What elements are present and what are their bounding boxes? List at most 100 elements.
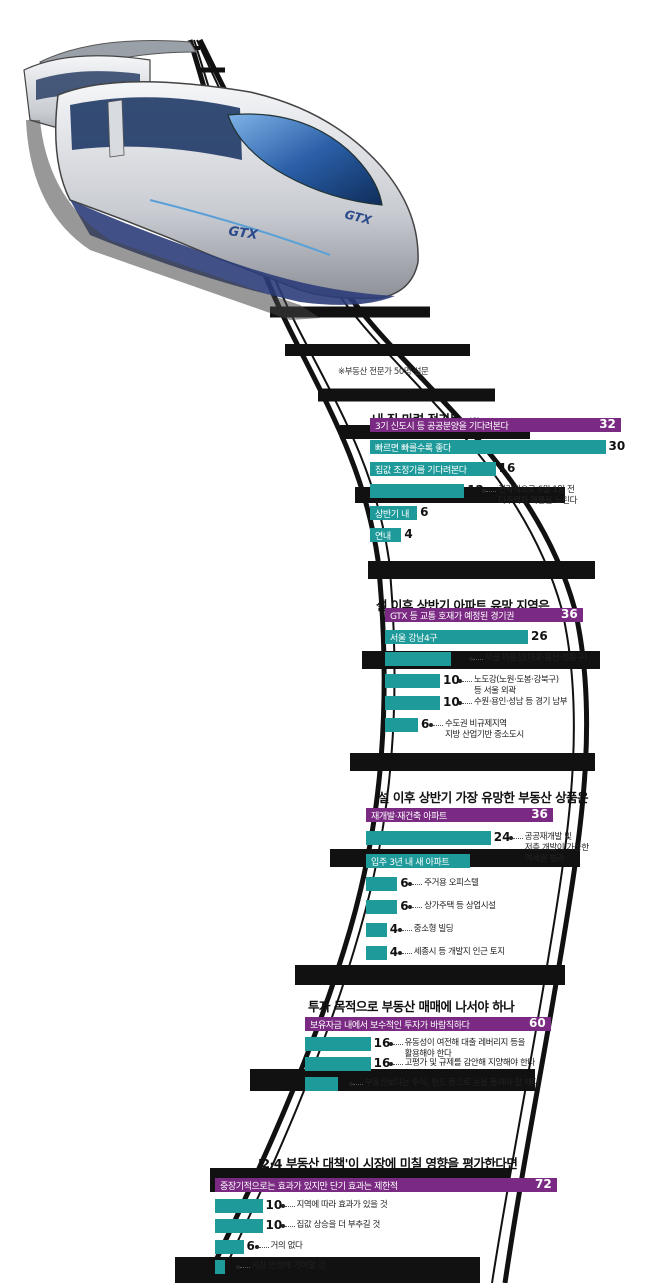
chart-bar [215,1260,225,1274]
data-label: 12 [454,651,471,665]
chart-bar: 서울 강남4구 [385,630,528,644]
train-logo-side: GTX [227,224,259,243]
chart-bar [370,484,465,498]
callout-dot [397,928,402,932]
callout-line [239,1267,250,1268]
chart-bar [305,1077,338,1091]
chart-bar [385,674,440,688]
chart-bar [305,1037,371,1051]
data-label: 6 [420,505,429,519]
callout-label: 부동산보다는 주식, 펀드 등으로 눈을 돌려야 할 때다 [364,1078,540,1088]
track-tie [285,344,470,356]
data-label: 6 [400,876,409,890]
callout-label: 노도강(노원·도봉·강북구)등 서울 외곽 [474,675,559,696]
data-label: 10 [265,1218,283,1232]
callout-line [401,953,412,954]
callout-label: 상가주택 등 상업시설 [424,901,496,911]
callout-dot [388,1062,393,1066]
bar-label: 서울 강남4구 [390,633,438,644]
bar-label: GTX 등 교통 호재가 예정된 경기권 [390,611,514,622]
chart-bar [215,1239,244,1254]
callout-line [401,930,412,931]
data-label: 10 [265,1197,283,1212]
callout-label: 세종시 등 개발지 인근 토지 [413,947,505,957]
callout-dot [429,723,433,727]
chart-bar [215,1198,263,1213]
data-label: 6 [400,899,409,913]
data-label: 30 [608,439,626,453]
track-tie [295,965,565,985]
callout-dot [254,1244,259,1249]
survey-note: ※부동산 전문가 50명 설문 [338,367,429,377]
callout-line [392,1044,403,1045]
bar-label: 입주 3년 내 새 아파트 [371,857,450,868]
train-windshield [227,113,383,206]
chart-bar: 재개발·재건축 아파트 [366,808,554,822]
callout-line [462,681,472,682]
chart-bar: 입주 3년 내 새 아파트 [366,854,470,868]
callout-line [473,659,483,660]
data-label: 16 [373,1056,391,1070]
chart-bar [385,696,440,710]
chart-bar [385,652,451,666]
callout-dot [388,1042,393,1046]
chart-bar [366,877,398,891]
data-label: 60 [529,1016,546,1030]
track-tie [318,388,495,402]
track-tie [175,1257,480,1283]
callout-dot [280,1224,285,1228]
callout-label: 서울 마용성(마포·용산·성동구) [485,653,587,663]
bar-label: 상반기 내 [375,509,409,520]
callout-dot [280,1203,285,1208]
callout-dot [235,1265,240,1269]
callout-line [352,1084,363,1085]
chart-title: 설 이후 상반기 가장 유망한 부동산 상품은 [378,790,589,805]
data-label: 16 [498,461,516,475]
chart-bar [215,1219,263,1233]
callout-line [512,838,523,839]
chart-bar: 상반기 내 [370,506,418,520]
bar-label: 중장기적으로는 효과가 있지만 단기 효과는 제한적 [220,1181,398,1192]
bar-label: 연내 [375,531,391,542]
callout-dot [408,905,413,909]
data-label: 4 [389,922,399,936]
bar-label: 빠르면 빠를수록 좋다 [375,443,451,454]
data-label: 2 [227,1259,236,1273]
callout-label: 수원·용인·성남 등 경기 남부 [474,697,568,707]
data-label: 6 [246,1238,255,1253]
chart-bar [366,831,491,845]
callout-line [412,884,423,885]
train-logo-front: GTX [343,207,373,227]
callout-label: 시장 안정에 기여할 것 [251,1261,326,1271]
track-tie [368,561,595,579]
track-tie [270,306,430,318]
chart-bar: 빠르면 빠를수록 좋다 [370,440,606,454]
callout-label: 중소형 빌딩 [413,924,454,934]
callout-label: 고평가 및 규제를 감안해 지양해야 한다 [404,1058,536,1068]
chart-bar [366,923,387,937]
chart-title: '2·4 부동산 대책'이 시장에 미칠 영향을 평가한다면 [258,1156,518,1171]
chart-title: 투자 목적으로 부동산 매매에 나서야 하나 [308,999,515,1014]
track-tie [350,753,595,771]
callout-line [258,1246,269,1248]
data-label: 8 [340,1076,350,1090]
callout-line [412,907,423,908]
chart-bar: 3기 신도시 등 공공분양을 기다려본다 [370,418,622,432]
gtx-train: GTX GTX [23,40,419,320]
chart-bar: 중장기적으로는 효과가 있지만 단기 효과는 제한적 [215,1178,557,1192]
data-label: 20 [473,853,490,867]
callout-dot [408,882,413,886]
train-underframe [26,120,320,320]
chart-bar: 보유자금 내에서 보수적인 투자가 바람직하다 [305,1017,551,1031]
callout-label: 지역에 따라 효과가 있을 것 [296,1199,388,1210]
chart-bar: GTX 등 교통 호재가 예정된 경기권 [385,608,583,622]
data-label: 4 [389,945,399,959]
data-label: 32 [599,417,616,431]
chart-bar [385,718,418,732]
